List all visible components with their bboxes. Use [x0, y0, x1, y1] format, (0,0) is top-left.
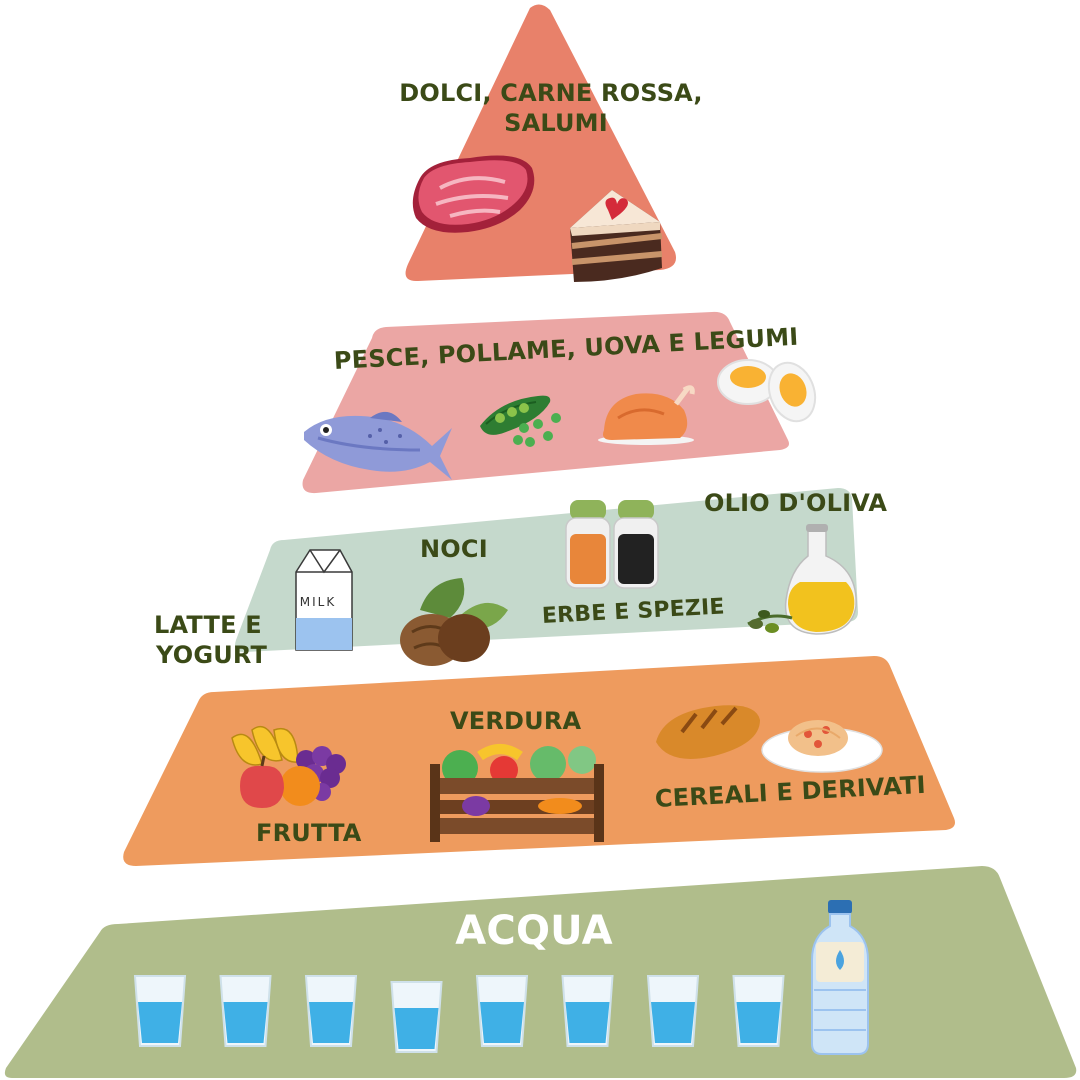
tier-top-label-line2: SALUMI [504, 109, 608, 137]
spice-shakers-icon [565, 500, 659, 589]
water-glass-icon [732, 975, 785, 1047]
peas-icon [480, 395, 561, 447]
pasta-plate-icon [761, 720, 883, 773]
vegetable-crate-icon [430, 744, 604, 842]
water-glasses-group [133, 975, 785, 1053]
tier-top-label-line1: DOLCI, CARNE ROSSA, [399, 79, 703, 107]
water-glass-icon [219, 975, 272, 1047]
tier-fats-band [235, 488, 858, 652]
dairy-label-line1: LATTE E [154, 611, 262, 639]
water-glass-icon [390, 981, 443, 1053]
fruit-basket-icon [231, 725, 346, 808]
cake-slice-icon [570, 190, 663, 282]
fish-icon [304, 411, 452, 480]
water-glass-icon [561, 975, 614, 1047]
nuts-label: NOCI [420, 535, 488, 563]
milk-carton-icon: MILK [295, 549, 353, 651]
walnuts-icon [400, 578, 508, 666]
vegetables-label: VERDURA [450, 707, 582, 735]
water-glass-icon [475, 975, 529, 1047]
dairy-label-line2: YOGURT [156, 641, 268, 669]
olive-oil-icon [747, 524, 857, 635]
steak-icon [412, 155, 535, 233]
roast-chicken-icon [598, 385, 695, 445]
fruit-label: FRUTTA [256, 819, 362, 847]
olive-oil-label: OLIO D'OLIVA [704, 489, 888, 517]
tier-water-band [4, 866, 1077, 1078]
bread-icon [656, 705, 760, 759]
tier-water-label: ACQUA [455, 908, 613, 954]
water-glass-icon [646, 975, 700, 1047]
water-glass-icon [133, 975, 187, 1047]
water-glass-icon [304, 975, 358, 1047]
eggs-icon [717, 359, 817, 423]
water-bottle-icon [811, 900, 869, 1055]
milk-carton-text: MILK [300, 595, 336, 609]
